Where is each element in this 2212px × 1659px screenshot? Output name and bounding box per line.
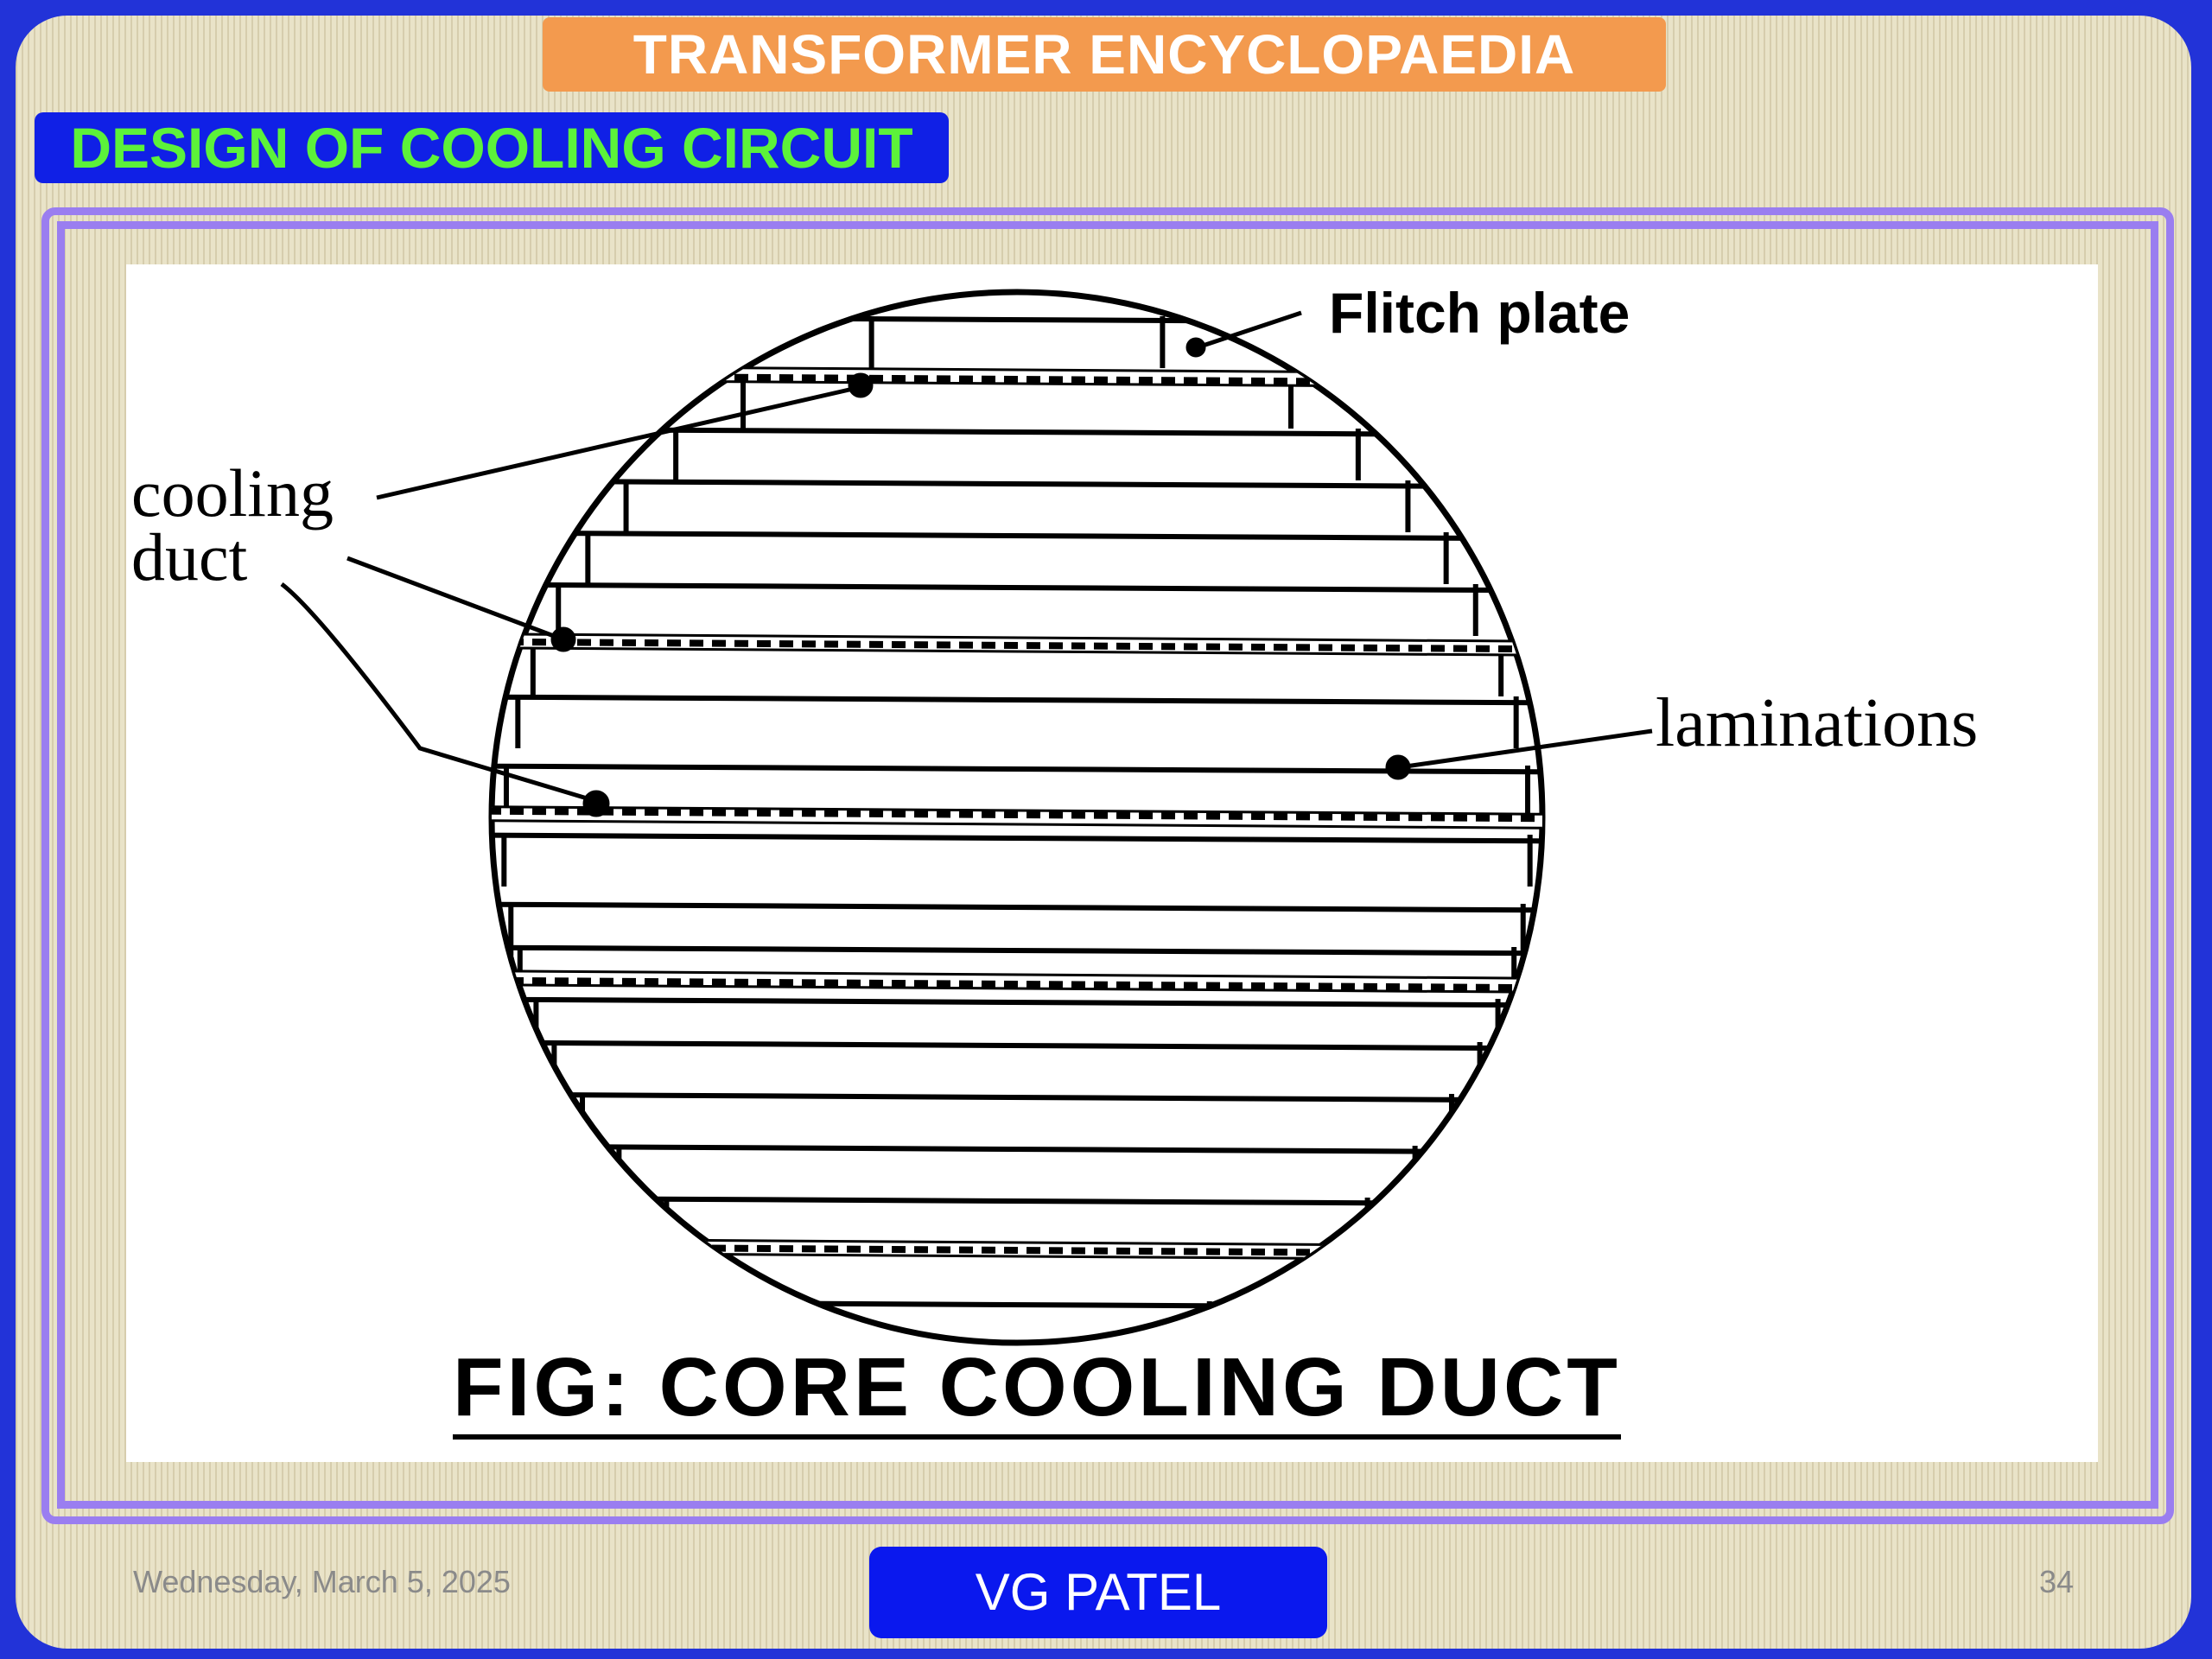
footer-page-number: 34	[2038, 1564, 2074, 1599]
laminations-leader	[1399, 728, 1653, 770]
lamination-boundary	[492, 478, 1542, 490]
lamination-boundary	[492, 426, 1542, 438]
label-laminations: laminations	[1656, 685, 1979, 761]
flitch-leader	[1197, 310, 1302, 350]
lamination-boundary	[492, 1299, 1542, 1311]
lamination-boundary	[492, 832, 1542, 844]
cooling-duct-band	[492, 969, 1542, 995]
lamination-boundary	[492, 901, 1542, 913]
label-cooling-duct: cooling duct	[131, 455, 334, 594]
duct-leader-low	[280, 582, 594, 803]
lamination-boundary	[492, 530, 1542, 542]
laminations-dot	[1385, 754, 1411, 780]
figure-frame-inner	[57, 221, 2158, 1509]
banner-title: TRANSFORMER ENCYCLOPAEDIA	[543, 17, 1666, 92]
section-title: DESIGN OF COOLING CIRCUIT	[35, 112, 949, 183]
lamination-boundary	[492, 1195, 1542, 1207]
core-cooling-duct-figure: Flitch plate cooling duct laminations FI…	[126, 264, 2098, 1462]
lamination-boundary	[492, 694, 1542, 706]
footer-author-badge: VG PATEL	[869, 1547, 1327, 1638]
lamination-boundary	[492, 1143, 1542, 1155]
lamination-boundary	[492, 1039, 1542, 1052]
duct-dot-mid	[550, 626, 576, 652]
leader-lines	[280, 310, 1653, 817]
flitch-dot	[1185, 337, 1206, 358]
duct-leader-mid	[346, 556, 559, 640]
cooling-duct-band	[492, 364, 1542, 390]
label-flitch-plate: Flitch plate	[1329, 281, 1630, 345]
footer-date: Wednesday, March 5, 2025	[133, 1564, 511, 1599]
duct-dot-top	[848, 372, 874, 398]
figure-frame-outer	[41, 207, 2174, 1524]
lamination-boundary	[492, 944, 1542, 957]
duct-leader-top	[376, 385, 861, 500]
figure-caption: FIG: CORE COOLING DUCT	[453, 1344, 1621, 1440]
core-cross-section-diagram	[280, 289, 1653, 1346]
lamination-boundary	[492, 996, 1542, 1008]
cooling-duct-band	[492, 804, 1542, 830]
cooling-duct-band	[492, 1236, 1542, 1262]
cooling-duct-band	[492, 632, 1542, 658]
duct-dot-low	[582, 790, 610, 817]
lamination-boundary	[492, 763, 1542, 775]
lamination-boundary	[492, 1091, 1542, 1103]
lamination-boundary	[492, 582, 1542, 594]
